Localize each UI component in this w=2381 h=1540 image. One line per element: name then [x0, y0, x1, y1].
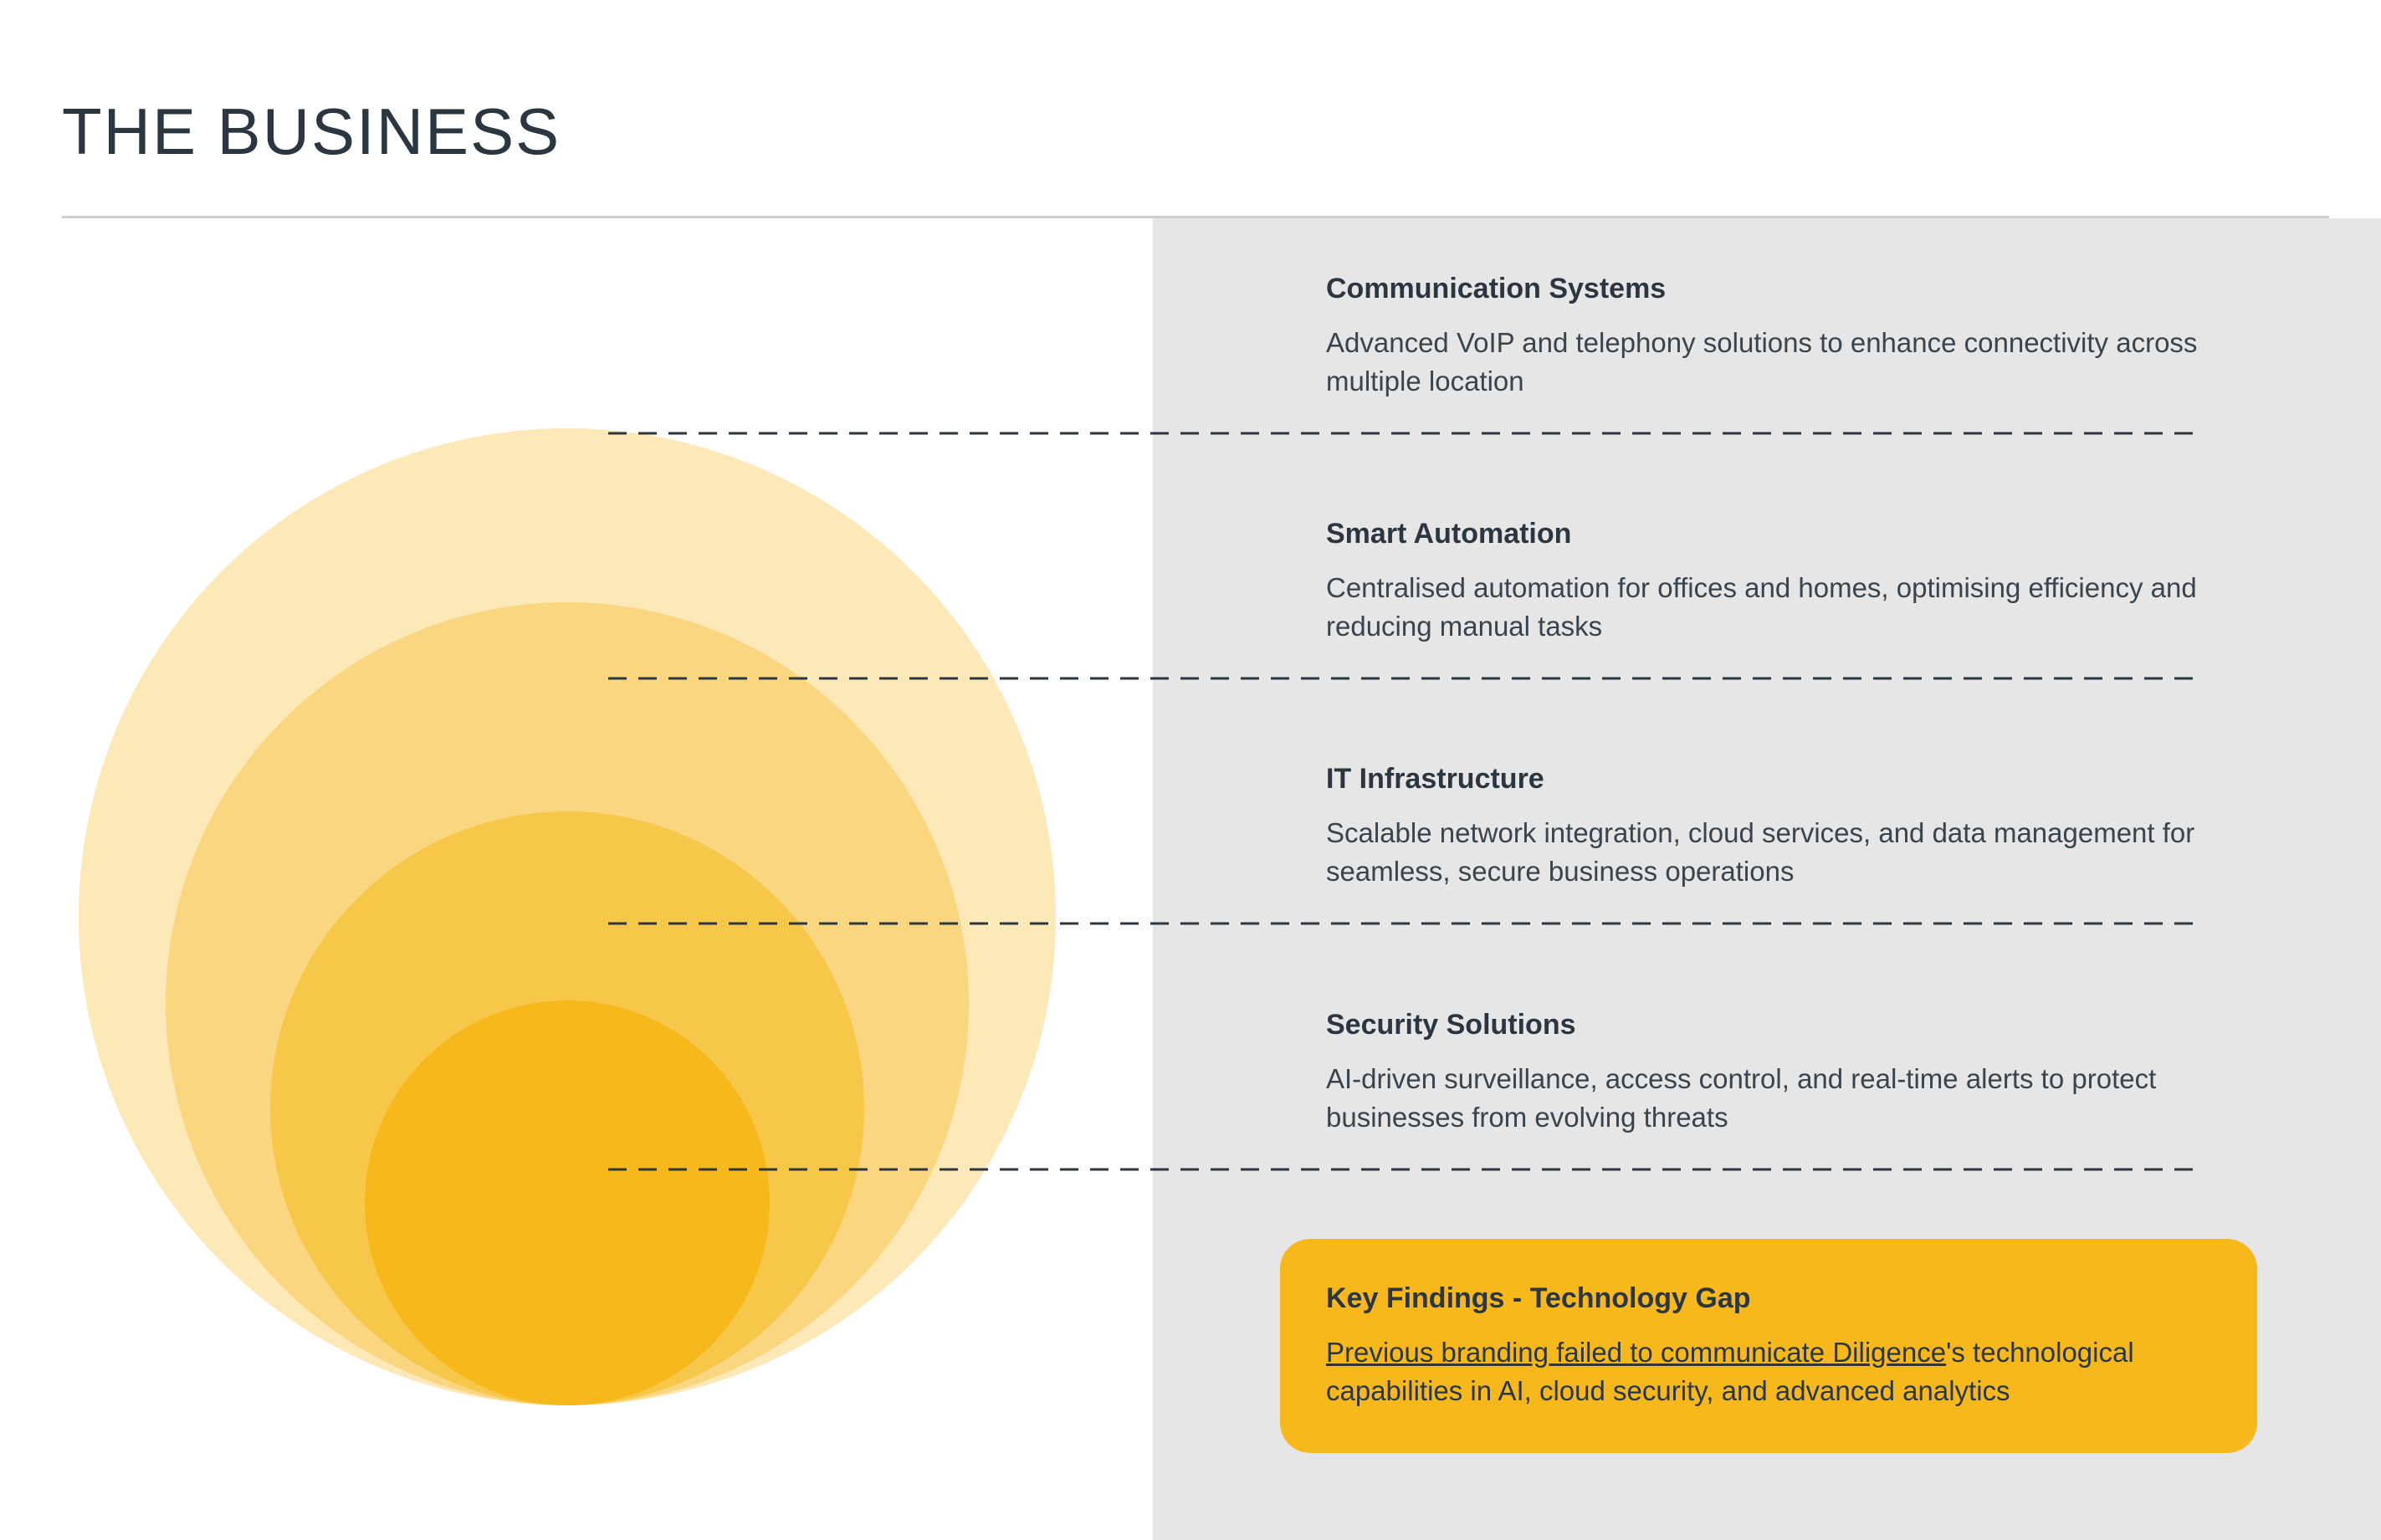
layer-smart-automation: Smart Automation Centralised automation … — [1326, 518, 2246, 646]
key-findings-text: Previous branding failed to communicate … — [1326, 1333, 2215, 1410]
layer-title: Communication Systems — [1326, 273, 1667, 304]
title-divider — [62, 216, 2329, 218]
layer-description: Centralised automation for offices and h… — [1326, 572, 2197, 642]
layer-description: Scalable network integration, cloud serv… — [1326, 817, 2195, 887]
layer-it-infrastructure: IT Infrastructure Scalable network integ… — [1326, 763, 2246, 891]
layer-title: Smart Automation — [1326, 518, 1572, 550]
layer-description: Advanced VoIP and telephony solutions to… — [1326, 327, 2198, 397]
key-findings-box: Key Findings - Technology Gap Previous b… — [1280, 1239, 2257, 1453]
layer-title: Security Solutions — [1326, 1009, 1576, 1041]
key-findings-rest: 's technological capabilities in AI, clo… — [1326, 1337, 2134, 1406]
layer-title: IT Infrastructure — [1326, 763, 1544, 795]
page-title: THE BUSINESS — [62, 95, 561, 168]
layer-communication-systems: Communication Systems Advanced VoIP and … — [1326, 273, 2246, 401]
key-findings-title: Key Findings - Technology Gap — [1326, 1282, 1751, 1314]
layer-security-solutions: Security Solutions AI-driven surveillanc… — [1326, 1009, 2246, 1137]
layer-description: AI-driven surveillance, access control, … — [1326, 1063, 2157, 1133]
ring-inner — [365, 1000, 770, 1405]
key-findings-link[interactable]: Previous branding failed to communicate … — [1326, 1337, 1947, 1368]
